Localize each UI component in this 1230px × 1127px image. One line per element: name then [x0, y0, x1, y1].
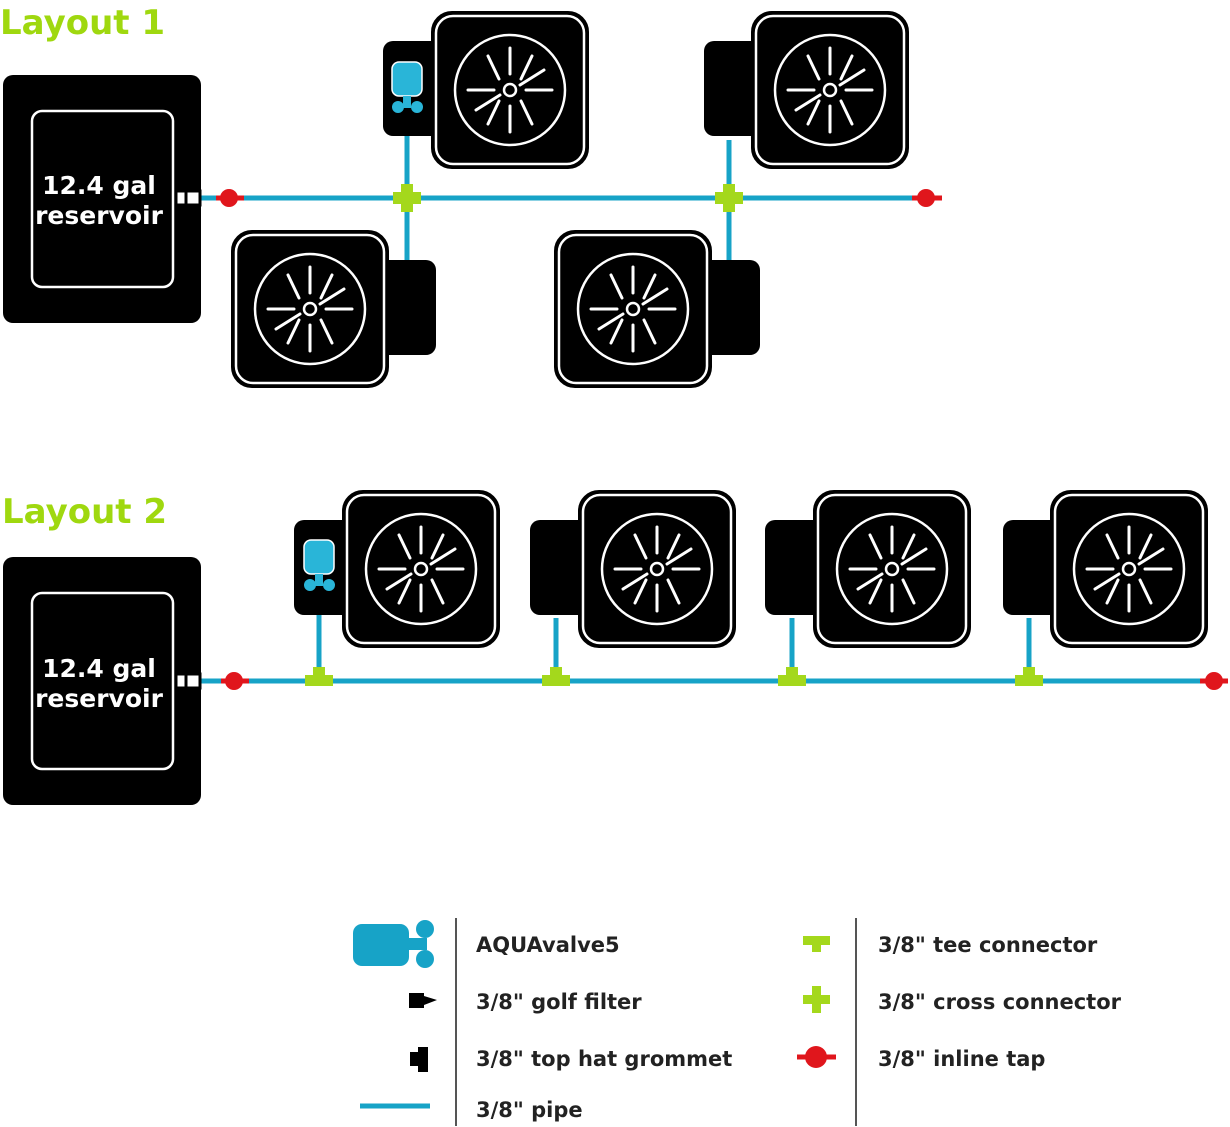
- layout2-title: Layout 2: [2, 492, 167, 532]
- layout2-top-hat-grommet-icon: [174, 672, 202, 690]
- legend-top-hat-grommet-label: 3/8" top hat grommet: [476, 1047, 732, 1071]
- legend-top-hat-grommet-icon: [410, 1047, 428, 1072]
- layout2-tee-connector-3: [778, 667, 806, 686]
- layout1-top-hat-grommet-icon: [174, 189, 202, 207]
- aquavalve-icon: [303, 539, 335, 591]
- legend-tee-connector-icon: [803, 936, 830, 952]
- legend-pipe-label: 3/8" pipe: [476, 1098, 583, 1122]
- layout2-reservoir-label-line1: 12.4 gal: [42, 654, 156, 683]
- legend-aquavalve-icon: [353, 920, 434, 968]
- layout2-tee-connector-1: [305, 667, 333, 686]
- layout1-inline-tap-end: [912, 189, 942, 207]
- layout2-inline-tap-end: [1200, 672, 1228, 690]
- layout2-pot-3: [765, 489, 972, 649]
- layout1-cross-connector-1: [393, 184, 421, 212]
- layout2-reservoir-label-line2: reservoir: [35, 684, 163, 713]
- layout2-pot-4: [1003, 489, 1209, 649]
- legend-cross-connector-icon: [803, 986, 830, 1013]
- layout1-cross-connector-2: [715, 184, 743, 212]
- legend-golf-filter-icon: [409, 993, 437, 1008]
- layout1-title: Layout 1: [0, 3, 165, 43]
- layout1-pot-top-right: [704, 10, 910, 170]
- layout1-reservoir-label-line2: reservoir: [35, 201, 163, 230]
- layout2-tee-connector-4: [1015, 667, 1043, 686]
- layout1-pot-bottom-right: [553, 229, 760, 389]
- layout2-pot-2: [530, 489, 737, 649]
- legend-inline-tap-label: 3/8" inline tap: [878, 1047, 1045, 1071]
- aquavalve-icon: [391, 61, 423, 113]
- layout2-tee-connector-2: [542, 667, 570, 686]
- legend-golf-filter-label: 3/8" golf filter: [476, 990, 642, 1014]
- legend-tee-connector-label: 3/8" tee connector: [878, 933, 1098, 957]
- legend-cross-connector-label: 3/8" cross connector: [878, 990, 1122, 1014]
- legend-aquavalve-label: AQUAvalve5: [476, 933, 620, 957]
- layout1-reservoir-label-line1: 12.4 gal: [42, 171, 156, 200]
- layout1-inline-tap-start: [216, 189, 244, 207]
- layout1-pot-bottom-left: [230, 229, 436, 389]
- legend: AQUAvalve5 3/8" golf filter 3/8" top hat…: [353, 918, 1122, 1126]
- legend-inline-tap-icon: [797, 1046, 836, 1068]
- layout2-inline-tap-start: [221, 672, 249, 690]
